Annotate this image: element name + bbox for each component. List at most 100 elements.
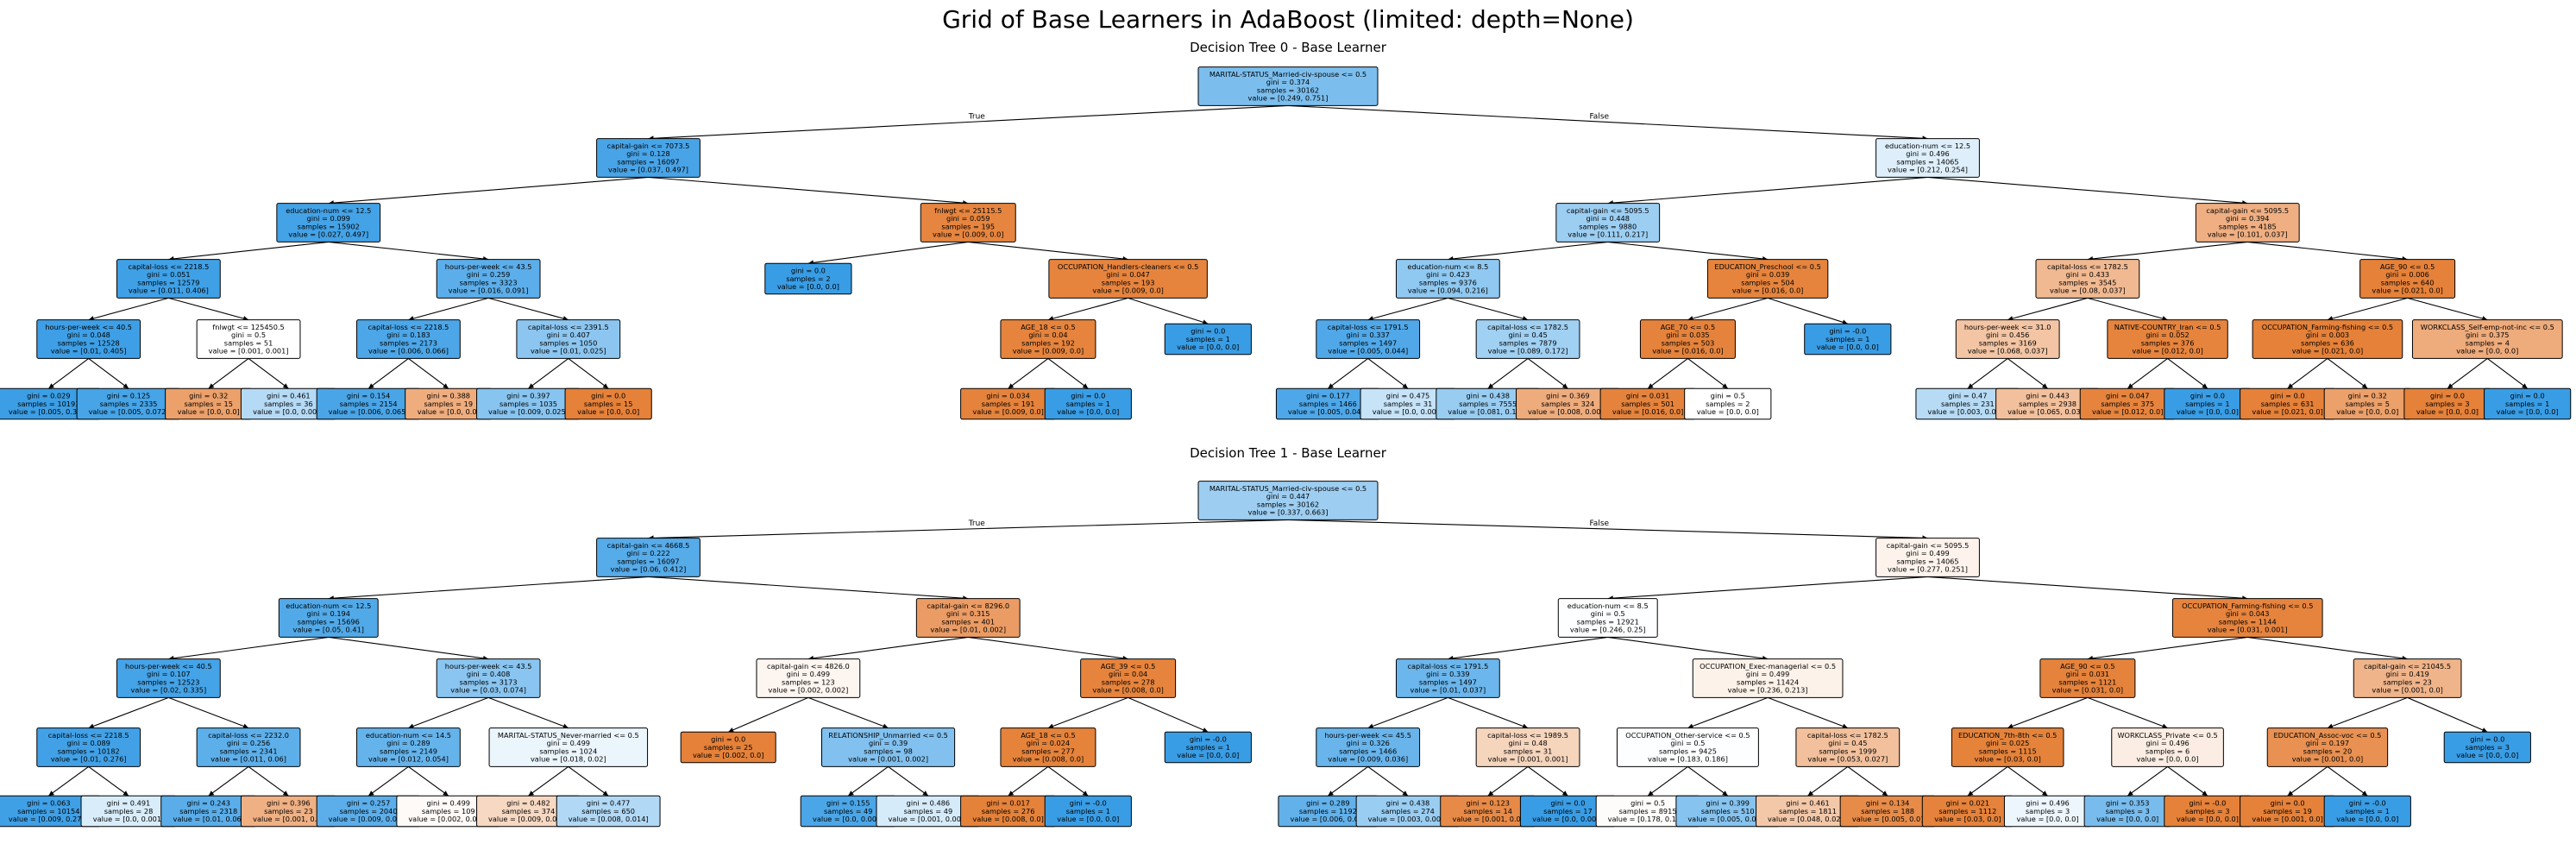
- node-line: samples = 23: [264, 807, 313, 815]
- node-line: samples = 2149: [380, 746, 437, 755]
- node-line: samples = 15696: [298, 617, 360, 626]
- edge-arrowhead: [1522, 723, 1529, 729]
- node-line: gini = 0.337: [1346, 331, 1389, 339]
- node-line: gini = 0.155: [826, 799, 870, 808]
- node-line: value = [0.016, 0.0]: [1612, 407, 1683, 416]
- tree-1-edge: [48, 765, 90, 796]
- node-line: value = [0.212, 0.254]: [1888, 166, 1968, 174]
- node-line: value = [0.111, 0.217]: [1568, 230, 1648, 239]
- edge-arrowhead: [2287, 790, 2294, 796]
- node-line: samples = 640: [2381, 278, 2435, 286]
- node-line: samples = 1112: [1938, 807, 1996, 815]
- node-line: gini = 0.029: [27, 392, 70, 400]
- edge-arrowhead: [1328, 790, 1334, 796]
- tree-0-edge: [208, 357, 249, 389]
- node-line: gini = 0.047: [1106, 270, 1149, 279]
- node-line: value = [0.0, 0.0]: [1177, 343, 1239, 351]
- tree-1-edge: [2327, 696, 2408, 729]
- tree-1-edge: [568, 765, 609, 796]
- node-line: samples = 631: [2261, 400, 2315, 408]
- edge-arrowhead: [1561, 790, 1568, 796]
- node-box: [2107, 319, 2228, 359]
- tree-0-edge: [1967, 357, 2008, 389]
- node-line: samples = 14065: [1896, 557, 1958, 565]
- node-line: value = [0.0, 0.0]: [2016, 815, 2078, 823]
- edge-arrowhead: [443, 790, 449, 796]
- node-line: value = [0.08, 0.037]: [2050, 286, 2126, 295]
- node-box: [2195, 203, 2300, 242]
- node-box: [1555, 203, 1661, 242]
- tree-1-edge: [1448, 696, 1529, 729]
- tree-0-edge: [968, 241, 1128, 261]
- node-line: value = [0.009, 0.0]: [1092, 286, 1163, 295]
- node-box: [1197, 66, 1379, 106]
- node-line: gini = 0.051: [147, 270, 190, 279]
- node-line: samples = 31: [1504, 746, 1553, 755]
- tree-0-edge: [568, 357, 609, 389]
- tree-1-edge: [487, 696, 569, 729]
- node-line: gini = 0.47: [1948, 392, 1987, 400]
- edge-arrowhead: [123, 790, 129, 796]
- node-line: value = [0.001, 0.0]: [2292, 755, 2363, 764]
- node-line: hours-per-week <= 40.5: [45, 323, 132, 331]
- node-line: value = [0.009, 0.275]: [9, 815, 89, 823]
- node-line: samples = 25: [704, 743, 753, 752]
- node-line: capital-gain <= 5095.5: [1887, 541, 1970, 550]
- node-line: samples = 1811: [1779, 807, 1837, 815]
- edge-arrowhead: [1202, 727, 1209, 733]
- true-branch-label: True: [968, 113, 986, 122]
- node-line: gini = 0.477: [587, 799, 630, 808]
- node-line: value = [0.008, 0.003]: [1528, 407, 1608, 416]
- node-line: samples = 8915: [1619, 807, 1677, 815]
- node-box: [2111, 727, 2224, 767]
- node-line: WORKCLASS_Self-emp-not-inc <= 0.5: [2421, 323, 2554, 331]
- edge-arrowhead: [1047, 723, 1054, 729]
- node-line: value = [0.012, 0.0]: [2132, 347, 2202, 356]
- tree-0-edge: [88, 357, 129, 389]
- tree-0-split-node: MARITAL-STATUS_Married-civ-spouse <= 0.5…: [1197, 66, 1379, 106]
- tree-1-edge: [1687, 765, 1729, 796]
- node-line: samples = 12523: [137, 677, 199, 686]
- tree-1-split-node: MARITAL-STATUS_Never-married <= 0.5gini …: [488, 727, 649, 767]
- edge-arrowhead: [2361, 383, 2368, 389]
- node-line: gini = 0.04: [1028, 331, 1067, 339]
- node-line: value = [0.005, 0.072]: [89, 407, 169, 416]
- tree-1-split-node: MARITAL-STATUS_Married-civ-spouse <= 0.5…: [1197, 481, 1379, 520]
- node-box: [516, 319, 621, 359]
- node-line: gini = 0.047: [2106, 392, 2149, 400]
- node-line: samples = 2173: [380, 338, 437, 347]
- node-line: gini = 0.006: [2385, 270, 2428, 279]
- node-line: capital-loss <= 1782.5: [1487, 323, 1568, 331]
- node-line: samples = 14: [1463, 807, 1512, 815]
- node-line: samples = 1: [2346, 807, 2390, 815]
- node-box: [1000, 319, 1096, 359]
- node-line: hours-per-week <= 43.5: [445, 662, 532, 671]
- node-line: samples = 2: [786, 274, 830, 283]
- node-line: value = [0.0, 0.0]: [1697, 407, 1759, 416]
- tree-0-edge: [88, 297, 169, 321]
- node-line: samples = 10193: [17, 400, 79, 408]
- node-line: gini = 0.04: [1109, 670, 1147, 678]
- node-line: samples = 1497: [1419, 677, 1477, 686]
- node-box: [1044, 795, 1132, 828]
- node-line: value = [0.249, 0.751]: [1248, 94, 1329, 103]
- node-line: samples = 1050: [539, 338, 597, 347]
- edge-arrowhead: [282, 790, 289, 796]
- edge-arrowhead: [562, 723, 569, 729]
- tree-1-edge: [1128, 696, 1209, 733]
- node-line: hours-per-week <= 43.5: [445, 262, 532, 271]
